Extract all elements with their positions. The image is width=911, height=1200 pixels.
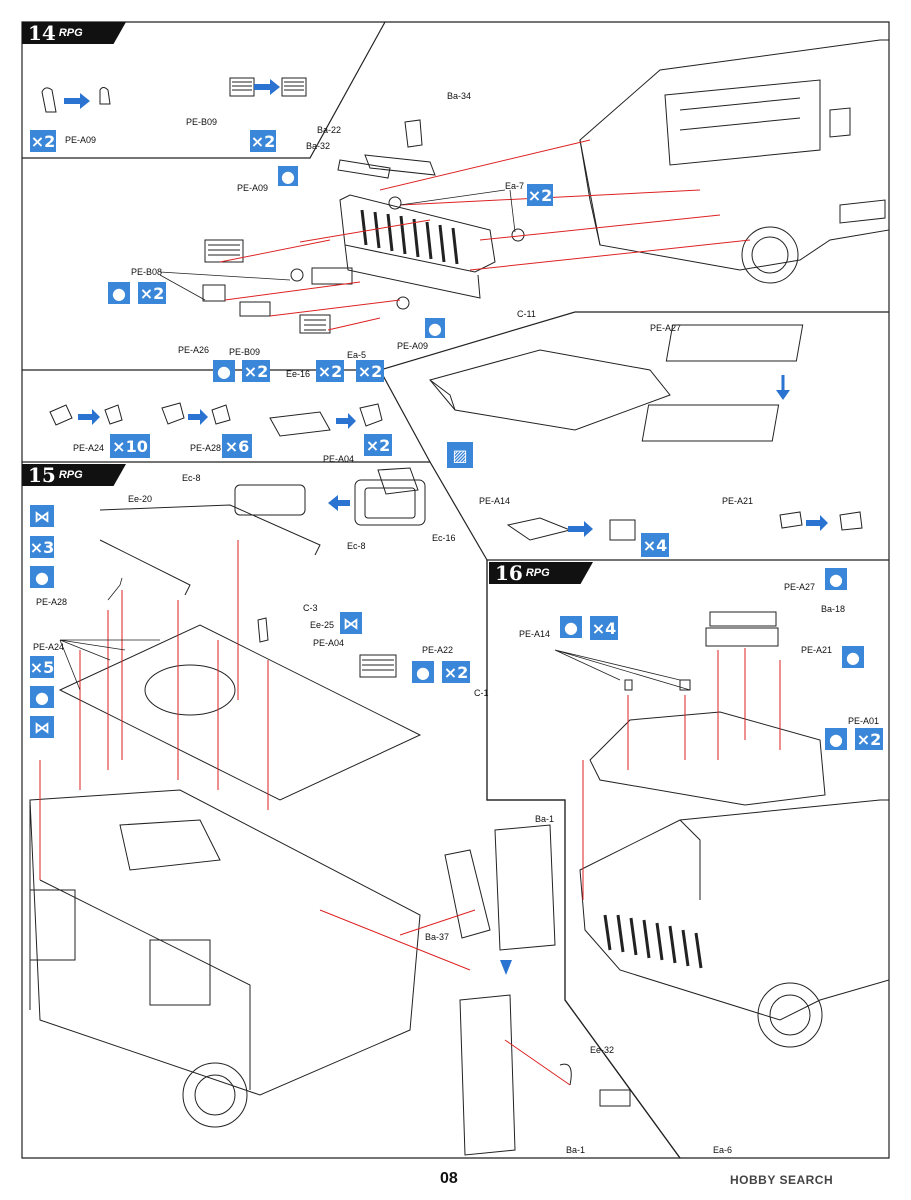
- glue-icon: ●: [108, 282, 130, 304]
- label-ec-8a: Ec-8: [182, 473, 201, 483]
- label-pe-a27-2: PE-A27: [784, 582, 816, 592]
- label-ba-1a: Ba-1: [535, 814, 555, 824]
- step15-header: 15 RPG: [22, 464, 126, 486]
- glue-icon: ●: [412, 661, 434, 683]
- glue-icon: ●: [30, 686, 54, 708]
- roof-panel-top: [429, 324, 863, 541]
- label-pe-b09-1: PE-B09: [186, 117, 218, 127]
- label-pe-a14-2: PE-A14: [519, 629, 551, 639]
- badge-x2: ×2: [138, 282, 166, 304]
- badge-x5: ×5: [29, 656, 55, 678]
- label-pe-a09-1: PE-A09: [65, 135, 97, 145]
- label-pe-a09-3: PE-A09: [397, 341, 429, 351]
- watermark: HOBBY SEARCH: [730, 1173, 834, 1187]
- badge-x2: ×2: [855, 728, 883, 750]
- badge-x2: ×2: [364, 434, 392, 456]
- label-ee-16: Ee-16: [286, 369, 311, 379]
- panel-borders: [21, 21, 890, 1159]
- label-pe-a28-1: PE-A28: [190, 443, 222, 453]
- label-c-1: C-1: [474, 688, 489, 698]
- step14-parts: [41, 39, 890, 334]
- label-pe-a01: PE-A01: [848, 716, 880, 726]
- label-ea-5: Ea-5: [347, 350, 367, 360]
- step14-header: 14 RPG: [22, 22, 126, 44]
- label-pe-a21-2: PE-A21: [801, 645, 833, 655]
- label-pe-b08: PE-B08: [131, 267, 163, 277]
- bend-icon: ⋈: [30, 716, 54, 738]
- label-pe-a28-2: PE-A28: [36, 597, 68, 607]
- step14-subpart-arrows: [78, 409, 356, 429]
- step14-blue-arrows: [64, 79, 280, 109]
- label-ba-1b: Ba-1: [566, 1145, 586, 1155]
- badge-x4: ×4: [641, 533, 669, 557]
- label-pe-a04-1: PE-A04: [323, 454, 355, 464]
- badge-x4: ×4: [590, 616, 618, 640]
- page-number: 08: [440, 1170, 458, 1187]
- label-ee-25: Ee-25: [310, 620, 335, 630]
- label-pe-b09-2: PE-B09: [229, 347, 261, 357]
- badge-x2: ×2: [442, 661, 470, 683]
- step14-brand: RPG: [58, 27, 83, 39]
- leader-lines: [59, 189, 691, 691]
- label-pe-a22: PE-A22: [422, 645, 454, 655]
- step16-number: 16: [495, 561, 523, 585]
- label-pe-a27-top: PE-A27: [650, 323, 682, 333]
- badge-x2: ×2: [250, 130, 276, 152]
- label-ba-34: Ba-34: [447, 91, 472, 101]
- label-ee-32: Ee-32: [590, 1045, 615, 1055]
- label-pe-a09-2: PE-A09: [237, 183, 269, 193]
- label-c-3: C-3: [303, 603, 318, 613]
- badge-x10: ×10: [110, 434, 150, 458]
- badge-x2: ×2: [316, 360, 344, 382]
- label-ba-18: Ba-18: [821, 604, 846, 614]
- step16-parts: [579, 611, 890, 1048]
- badge-x2: ×2: [30, 130, 56, 152]
- step15-arrows: [39, 540, 571, 1086]
- step16-header: 16 RPG: [489, 562, 593, 584]
- step15-number: 15: [28, 463, 56, 487]
- step15-blue-arrows: [328, 495, 512, 975]
- hatch-icon: ▨: [447, 442, 473, 468]
- label-pe-a24-2: PE-A24: [33, 642, 65, 652]
- step16-brand: RPG: [525, 567, 550, 579]
- bend-icon: ⋈: [30, 505, 54, 527]
- label-ea-7: Ea-7: [505, 181, 525, 191]
- label-ec-8b: Ec-8: [347, 541, 366, 551]
- label-ba-22: Ba-22: [317, 125, 342, 135]
- label-pe-a26: PE-A26: [178, 345, 210, 355]
- label-ba-37: Ba-37: [425, 932, 450, 942]
- bend-icon: ⋈: [340, 612, 362, 634]
- label-pe-a21-1: PE-A21: [722, 496, 754, 506]
- label-ea-6: Ea-6: [713, 1145, 733, 1155]
- step14-subparts: [49, 402, 383, 437]
- glue-icon: ●: [825, 568, 847, 590]
- step14-number: 14: [28, 21, 56, 45]
- label-pe-a14-1: PE-A14: [479, 496, 511, 506]
- badge-x2: ×2: [242, 360, 270, 382]
- label-c-11: C-11: [517, 309, 536, 319]
- badge-x3: ×3: [29, 536, 55, 558]
- label-ba-32: Ba-32: [306, 141, 331, 151]
- glue-icon: ●: [825, 728, 847, 750]
- glue-icon: ●: [278, 166, 298, 186]
- glue-icon: ●: [842, 646, 864, 668]
- glue-icon: ●: [30, 566, 54, 588]
- step15-brand: RPG: [58, 469, 83, 481]
- step16-arrows: [582, 648, 781, 900]
- badge-x6: ×6: [222, 434, 252, 458]
- glue-icon: ●: [213, 360, 235, 382]
- label-pe-a24-1: PE-A24: [73, 443, 105, 453]
- label-pe-a04-2: PE-A04: [313, 638, 345, 648]
- glue-icon: ●: [425, 318, 445, 338]
- badge-x2: ×2: [356, 360, 384, 382]
- label-ee-20: Ee-20: [128, 494, 153, 504]
- glue-icon: ●: [560, 616, 582, 638]
- step14-arrows: [219, 139, 751, 331]
- badge-x2: ×2: [527, 184, 553, 206]
- step15-parts: [29, 467, 631, 1156]
- roof-arrows: [568, 390, 828, 537]
- label-ec-16: Ec-16: [432, 533, 456, 543]
